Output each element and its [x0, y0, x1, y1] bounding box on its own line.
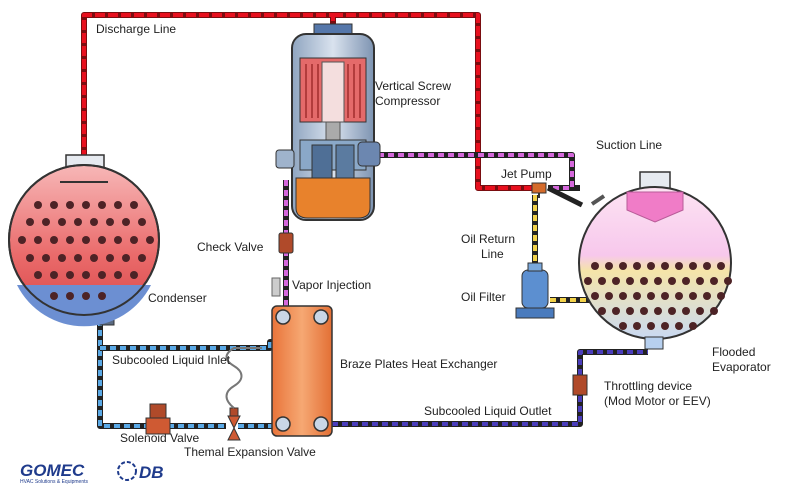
gomec-logo-text: GOMEC	[20, 461, 85, 480]
label-compressor-line1: Vertical Screw	[375, 79, 451, 93]
flooded-evaporator	[578, 171, 732, 350]
db-logo-text: DB	[139, 463, 164, 482]
label-discharge-line: Discharge Line	[96, 22, 176, 36]
condenser-tubes	[18, 201, 154, 300]
jet-pump	[531, 182, 547, 198]
label-suction-line: Suction Line	[596, 138, 662, 152]
label-jet-pump: Jet Pump	[501, 167, 552, 181]
label-throttling-device-line2: (Mod Motor or EEV)	[604, 394, 711, 408]
evaporator-tubes	[584, 262, 732, 330]
check-valve	[278, 232, 294, 254]
label-subcooled-liquid-outlet: Subcooled Liquid Outlet	[424, 404, 552, 418]
solenoid-valve	[145, 403, 171, 435]
label-condenser: Condenser	[148, 291, 207, 305]
label-subcooled-liquid-inlet: Subcooled Liquid Inlet	[112, 353, 231, 367]
vapor-injection-port	[271, 277, 281, 297]
condenser	[8, 154, 160, 327]
label-solenoid-valve: Solenoid Valve	[120, 431, 199, 445]
label-oil-return-line2: Line	[481, 247, 504, 261]
label-oil-filter: Oil Filter	[461, 290, 506, 304]
gomec-logo: GOMEC HVAC Solutions & Equipments	[20, 461, 88, 485]
throttling-device	[572, 374, 588, 396]
label-flooded-evaporator-line2: Evaporator	[712, 360, 771, 374]
label-compressor-line2: Compressor	[375, 94, 440, 108]
label-throttling-device-line1: Throttling device	[604, 379, 692, 393]
label-check-valve: Check Valve	[197, 240, 264, 254]
db-logo-mark-icon	[117, 461, 137, 481]
suction-line-pipe	[378, 152, 584, 208]
gomec-logo-tagline: HVAC Solutions & Equipments	[20, 479, 88, 485]
braze-plates-heat-exchanger	[271, 305, 333, 437]
label-flooded-evaporator-line1: Flooded	[712, 345, 755, 359]
label-thermal-expansion-valve: Themal Expansion Valve	[184, 445, 316, 459]
label-vapor-injection: Vapor Injection	[292, 278, 371, 292]
discharge-line-pipe	[81, 12, 540, 191]
db-logo: DB	[117, 461, 164, 482]
label-braze-plates-heat-exchanger: Braze Plates Heat Exchanger	[340, 357, 497, 371]
vertical-screw-compressor	[275, 23, 381, 221]
oil-return-line-pipe	[532, 195, 590, 303]
oil-filter	[515, 262, 555, 319]
label-oil-return-line1: Oil Return	[461, 232, 515, 246]
thermal-expansion-valve	[225, 347, 262, 441]
subcooled-liquid-outlet-pipe	[322, 349, 648, 427]
